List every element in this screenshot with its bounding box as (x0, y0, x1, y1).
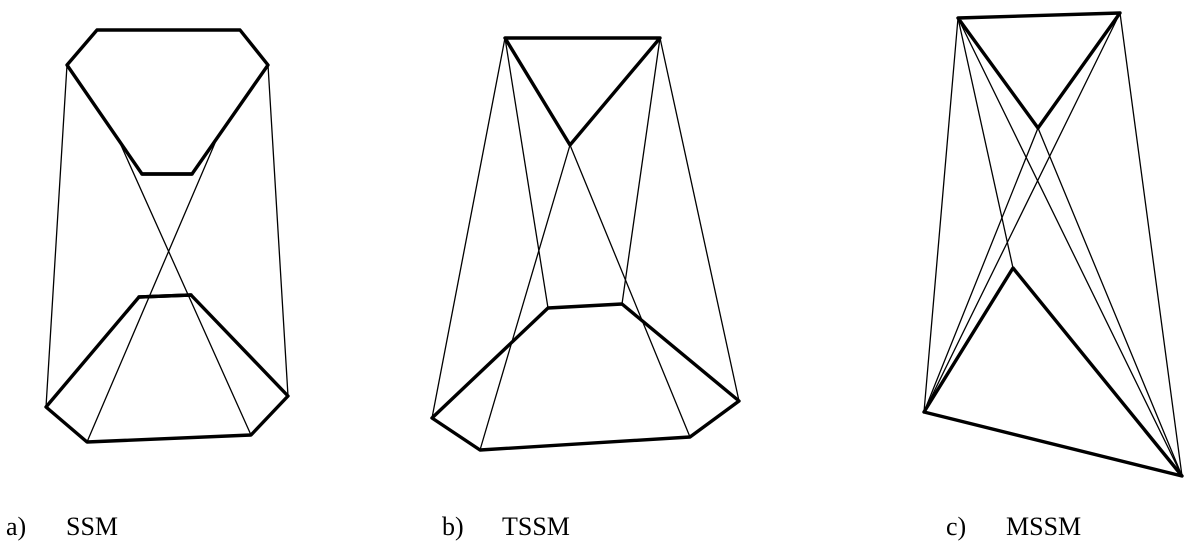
ssm-leg (119, 142, 252, 436)
ssm-leg (86, 142, 216, 443)
tssm-base-platform (430, 302, 741, 452)
mssm-top-platform (956, 11, 1122, 130)
diagram-mssm (922, 11, 1184, 478)
tssm-leg (431, 37, 506, 419)
tssm-leg (504, 37, 549, 309)
mssm-leg (1119, 12, 1183, 477)
caption-ssm: a) SSM (6, 512, 118, 542)
tssm-leg (569, 144, 691, 438)
caption-name: TSSM (502, 512, 570, 541)
diagram-tssm (430, 36, 741, 452)
mssm-base-link (922, 266, 1184, 478)
mssm-leg (1037, 127, 1183, 477)
caption-letter: b) (442, 512, 464, 541)
ssm-top-platform (65, 28, 270, 176)
tssm-leg (621, 37, 661, 305)
diagram-ssm (44, 28, 290, 444)
caption-tssm: b) TSSM (442, 512, 570, 542)
caption-name: SSM (66, 512, 119, 541)
tssm-top-platform (503, 36, 662, 147)
tssm-leg (659, 37, 740, 402)
caption-letter: a) (6, 512, 27, 541)
mssm-leg (957, 17, 1014, 269)
mssm-leg (923, 127, 1039, 413)
ssm-leg (45, 64, 68, 408)
caption-mssm: c) MSSM (946, 512, 1081, 542)
caption-name: MSSM (1006, 512, 1082, 541)
ssm-leg (267, 64, 289, 397)
tssm-leg (479, 144, 571, 451)
caption-letter: c) (946, 512, 967, 541)
mssm-leg (923, 12, 1121, 413)
mssm-leg (923, 17, 959, 413)
mssm-leg (957, 17, 1183, 477)
ssm-base-platform (44, 293, 290, 444)
